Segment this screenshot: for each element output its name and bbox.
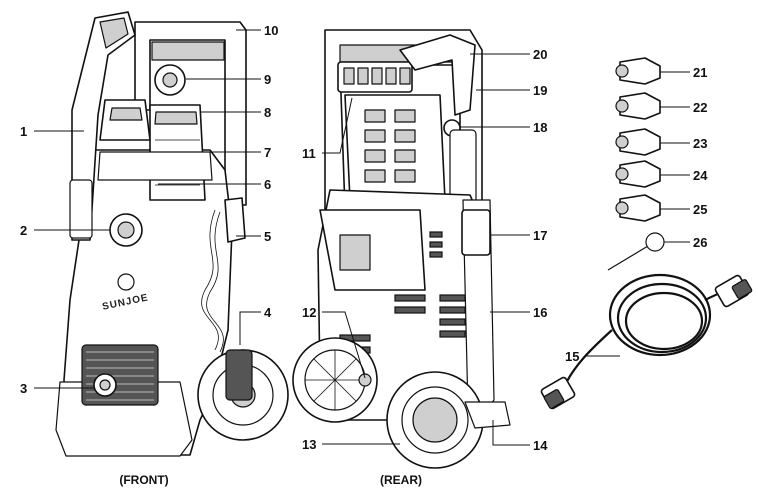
cleaning-needle <box>607 232 665 271</box>
front-caption: (FRONT) <box>119 473 168 487</box>
callout-14: 14 <box>533 438 548 453</box>
nozzle-21 <box>615 57 661 85</box>
callout-18: 18 <box>533 120 547 135</box>
power-plug <box>224 197 246 243</box>
brand-logo-icon <box>117 273 135 291</box>
rear-caption: (REAR) <box>380 473 422 487</box>
gfci-device <box>225 349 253 401</box>
callout-3: 3 <box>20 381 27 396</box>
nozzle-set <box>615 57 661 222</box>
rear-spray-gun <box>399 34 476 116</box>
leader-lines <box>34 29 690 446</box>
callout-8: 8 <box>264 105 271 120</box>
accessory-bin <box>319 209 426 291</box>
rear-view-illustration <box>292 29 511 469</box>
callout-12: 12 <box>302 305 316 320</box>
callout-22: 22 <box>693 100 707 115</box>
callout-11: 11 <box>302 146 316 161</box>
callout-6: 6 <box>264 177 271 192</box>
callout-23: 23 <box>693 136 707 151</box>
nozzle-24 <box>615 160 661 188</box>
callout-26: 26 <box>693 235 707 250</box>
front-view-illustration: SUNJOE <box>55 11 289 457</box>
callout-24: 24 <box>693 168 708 183</box>
callout-4: 4 <box>264 305 272 320</box>
callout-5: 5 <box>264 229 271 244</box>
callout-21: 21 <box>693 65 707 80</box>
callout-25: 25 <box>693 202 707 217</box>
front-vent-grille <box>81 344 159 406</box>
callout-1: 1 <box>20 124 27 139</box>
callout-20: 20 <box>533 47 547 62</box>
callout-13: 13 <box>302 437 316 452</box>
callout-9: 9 <box>264 72 271 87</box>
nozzle-25 <box>615 194 661 222</box>
callout-19: 19 <box>533 83 547 98</box>
callout-7: 7 <box>264 145 271 160</box>
nozzle-22 <box>615 92 661 120</box>
callout-10: 10 <box>264 23 278 38</box>
callout-15: 15 <box>565 349 579 364</box>
high-pressure-hose <box>540 273 753 410</box>
callout-17: 17 <box>533 228 547 243</box>
callout-16: 16 <box>533 305 547 320</box>
callout-numbers: 1 2 3 4 5 6 7 8 9 10 11 12 13 14 15 16 1… <box>20 23 708 453</box>
callout-2: 2 <box>20 223 27 238</box>
nozzle-23 <box>615 128 661 156</box>
